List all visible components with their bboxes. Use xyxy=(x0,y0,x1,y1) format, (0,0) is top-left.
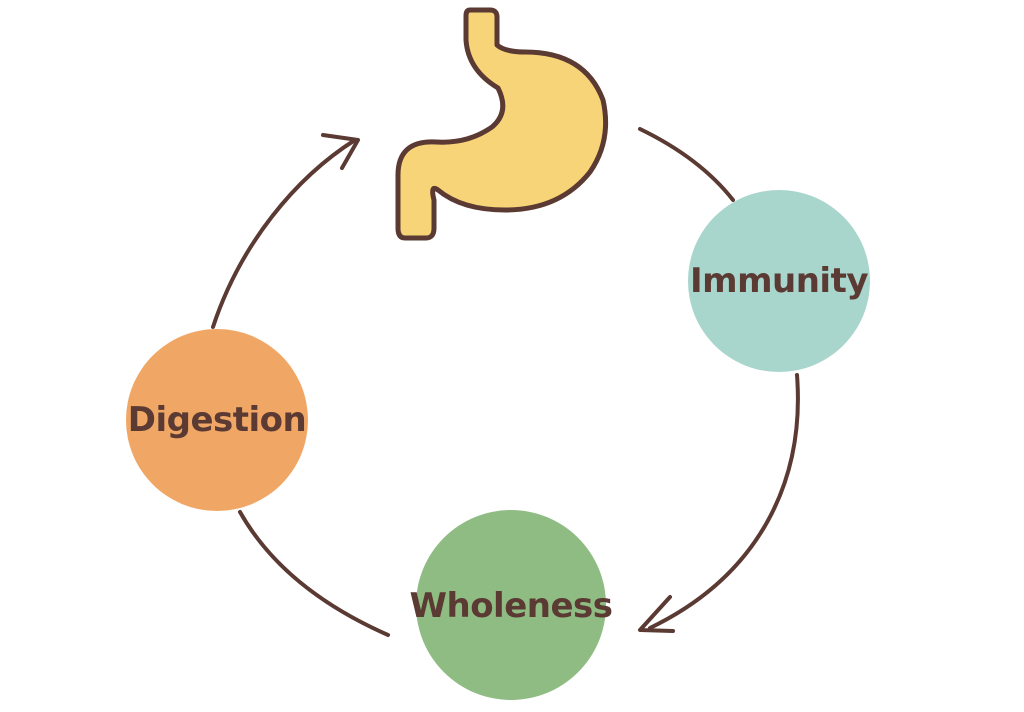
arrow-digestion-to-stomach xyxy=(211,138,357,329)
digestion-label: Digestion xyxy=(127,400,307,440)
digestion-circle xyxy=(126,329,308,511)
stomach-icon xyxy=(395,7,609,241)
arrow-wholeness-to-digestion xyxy=(238,510,390,637)
arrowhead-wholeness xyxy=(638,595,675,633)
wholeness-circle xyxy=(416,510,606,700)
arrow-immunity-to-wholeness xyxy=(648,373,800,630)
wholeness-label: Wholeness xyxy=(409,586,613,626)
immunity-label: Immunity xyxy=(690,261,869,301)
arrow-stomach-to-immunity xyxy=(638,127,735,202)
immunity-circle xyxy=(688,190,870,372)
arrowhead-stomach xyxy=(321,133,360,170)
